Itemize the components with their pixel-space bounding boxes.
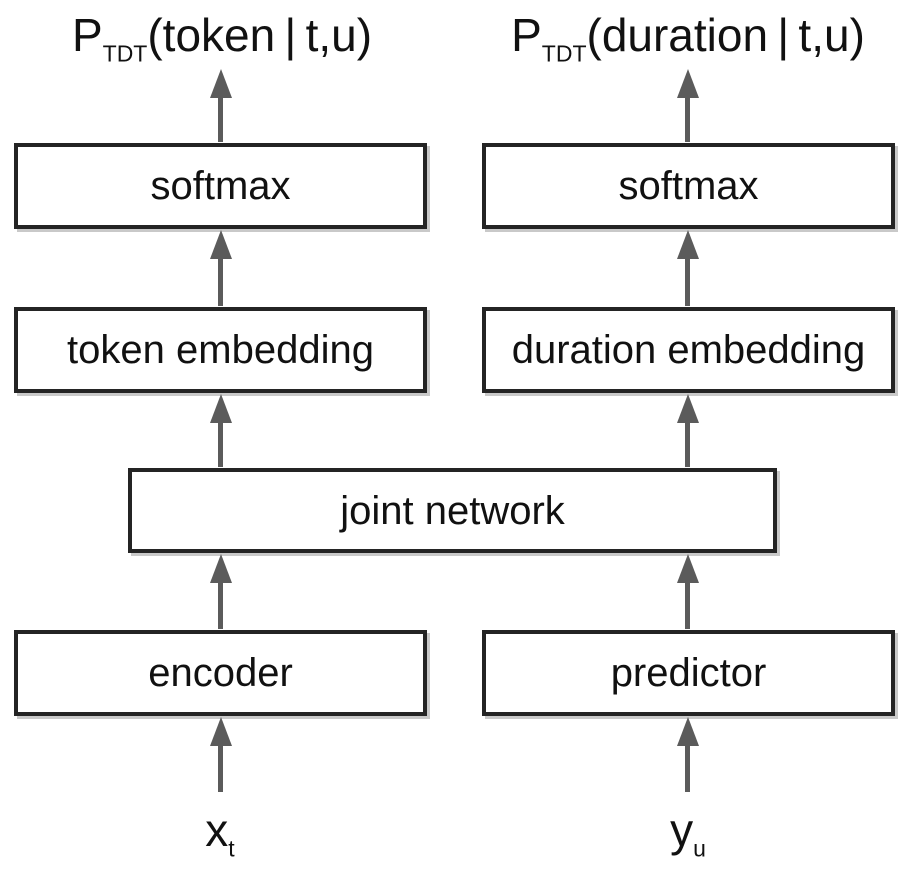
arrowhead-up-icon — [210, 69, 232, 98]
node-label: predictor — [610, 651, 767, 695]
input-label-y: yu — [578, 802, 798, 874]
flow-arrow-softmax-left-to-output-token — [210, 69, 232, 142]
prob-subscript-tdt: TDT — [102, 40, 148, 67]
arrow-shaft — [685, 580, 690, 629]
flow-arrow-predictor-to-joint-network — [677, 554, 699, 629]
arrow-shaft — [685, 743, 690, 792]
arrow-shaft — [218, 420, 223, 467]
flow-arrow-token-embedding-to-softmax-left — [210, 230, 232, 306]
flow-arrow-joint-network-to-duration-embedding — [677, 394, 699, 467]
flow-arrow-joint-network-to-token-embedding — [210, 394, 232, 467]
node-label: softmax — [150, 164, 291, 208]
flow-arrow-input-y-to-predictor — [677, 717, 699, 792]
prob-symbol: P — [511, 9, 542, 61]
input-subscript: u — [693, 835, 706, 862]
prob-subscript-tdt: TDT — [541, 40, 587, 67]
arrow-shaft — [685, 95, 690, 142]
flow-arrow-softmax-right-to-output-duration — [677, 69, 699, 142]
node-label: duration embedding — [511, 328, 866, 372]
arrowhead-up-icon — [210, 394, 232, 423]
node-label: encoder — [148, 651, 293, 695]
node-predictor: predictor — [482, 630, 895, 716]
node-label: token embedding — [67, 328, 374, 372]
prob-symbol: P — [71, 9, 103, 61]
prob-arguments: (token | t,u) — [147, 9, 373, 61]
node-label: softmax — [618, 164, 759, 208]
input-symbol: y — [670, 804, 694, 856]
node-softmax-left: softmax — [14, 143, 427, 229]
flow-arrow-input-x-to-encoder — [210, 717, 232, 792]
arrow-shaft — [218, 256, 223, 306]
arrow-shaft — [685, 256, 690, 306]
arrowhead-up-icon — [677, 230, 699, 259]
input-symbol: x — [205, 804, 229, 856]
arrow-shaft — [218, 743, 223, 792]
node-joint-network: joint network — [128, 468, 777, 553]
output-label-duration: PTDT(duration | t,u) — [468, 6, 908, 72]
prob-arguments: (duration | t,u) — [586, 9, 865, 61]
node-encoder: encoder — [14, 630, 427, 716]
node-label: joint network — [340, 488, 565, 533]
arrowhead-up-icon — [677, 69, 699, 98]
arrowhead-up-icon — [677, 394, 699, 423]
node-token-embedding: token embedding — [14, 307, 427, 393]
node-duration-embedding: duration embedding — [482, 307, 895, 393]
input-subscript: t — [228, 835, 235, 862]
arrow-shaft — [218, 95, 223, 142]
arrowhead-up-icon — [677, 554, 699, 583]
flow-arrow-encoder-to-joint-network — [210, 554, 232, 629]
arrow-shaft — [218, 580, 223, 629]
flow-arrow-duration-embedding-to-softmax-right — [677, 230, 699, 306]
node-softmax-right: softmax — [482, 143, 895, 229]
arrowhead-up-icon — [210, 230, 232, 259]
arrowhead-up-icon — [210, 717, 232, 746]
arrowhead-up-icon — [677, 717, 699, 746]
arrowhead-up-icon — [210, 554, 232, 583]
arrow-shaft — [685, 420, 690, 467]
output-label-token: PTDT(token | t,u) — [2, 6, 442, 72]
input-label-x: xt — [110, 802, 330, 874]
